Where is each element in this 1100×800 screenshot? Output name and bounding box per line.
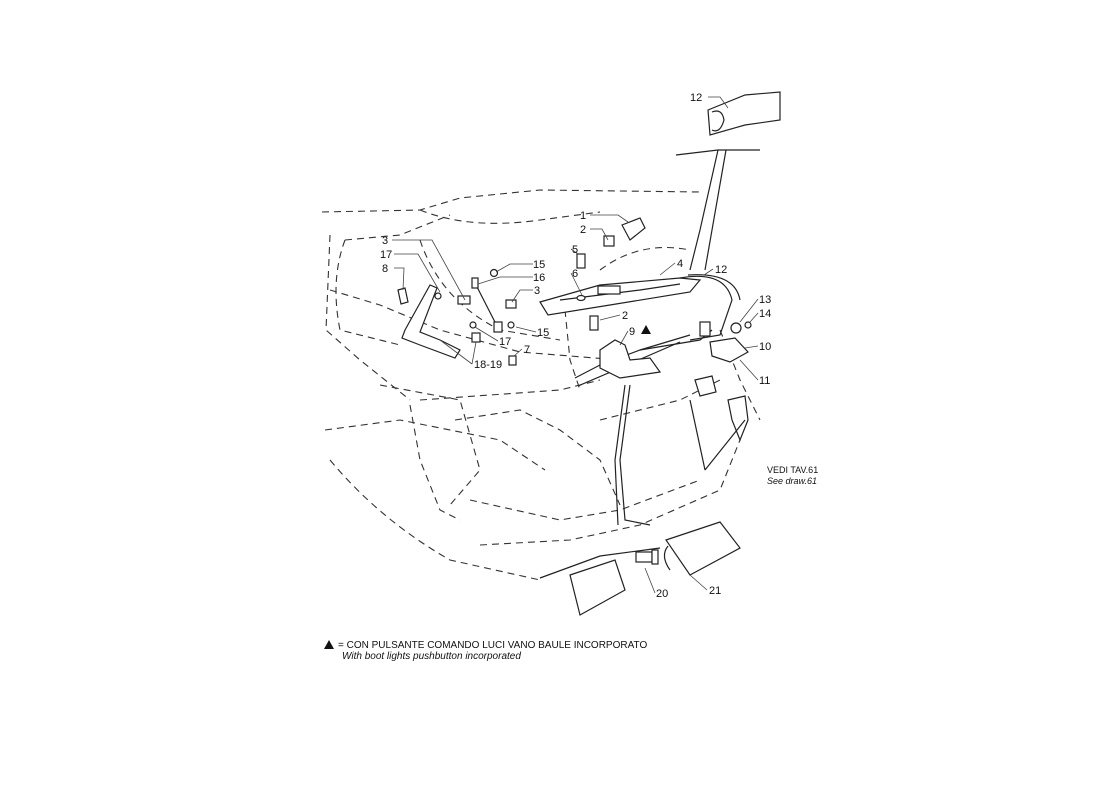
legend: = CON PULSANTE COMANDO LUCI VANO BAULE I… [324,640,647,662]
callout-11: 11 [759,375,770,387]
legend-equals: = [338,640,344,651]
callout-3-left: 3 [382,235,388,247]
callout-labels: 12 1 2 3 17 8 15 16 5 6 4 12 3 15 2 9 17… [380,92,818,600]
leader-lines [392,96,759,594]
legend-text-it: CON PULSANTE COMANDO LUCI VANO BAULE INC… [346,640,648,651]
callout-1: 1 [580,210,586,222]
seal-detail-bottom [539,384,741,616]
callout-17-left: 17 [380,249,392,261]
callout-14: 14 [759,308,771,320]
callout-16: 16 [533,272,545,284]
triangle-marker-icon [324,640,334,649]
callout-17-mid: 17 [499,336,511,348]
see-ref-en: See draw.61 [767,476,817,486]
legend-text-en: With boot lights pushbutton incorporated [342,651,521,662]
lock-parts [603,217,752,471]
boot-trim-part-4 [539,274,741,387]
callout-9: 9 [629,326,635,338]
callout-8: 8 [382,263,388,275]
car-body-outline [321,189,761,581]
callout-12-right: 12 [715,264,727,276]
see-ref-it: VEDI TAV.61 [767,465,818,475]
callout-5: 5 [572,244,578,256]
callout-2-mid: 2 [622,310,628,322]
callout-6: 6 [572,268,578,280]
callout-10: 10 [759,341,771,353]
callout-15-top: 15 [533,259,545,271]
hinge-assembly [397,253,599,366]
triangle-marker-icon [641,325,651,334]
callout-20: 20 [656,588,668,600]
callout-15-mid: 15 [537,327,549,339]
seal-detail-top [675,91,781,271]
callout-2-top: 2 [580,224,586,236]
latch-part-9 [599,321,713,379]
callout-13: 13 [759,294,771,306]
callout-7: 7 [524,344,530,356]
callout-21: 21 [709,585,721,597]
callout-4: 4 [677,258,683,270]
callout-12-top: 12 [690,92,702,104]
callout-18-19: 18-19 [474,359,502,371]
callout-3-mid: 3 [534,285,540,297]
